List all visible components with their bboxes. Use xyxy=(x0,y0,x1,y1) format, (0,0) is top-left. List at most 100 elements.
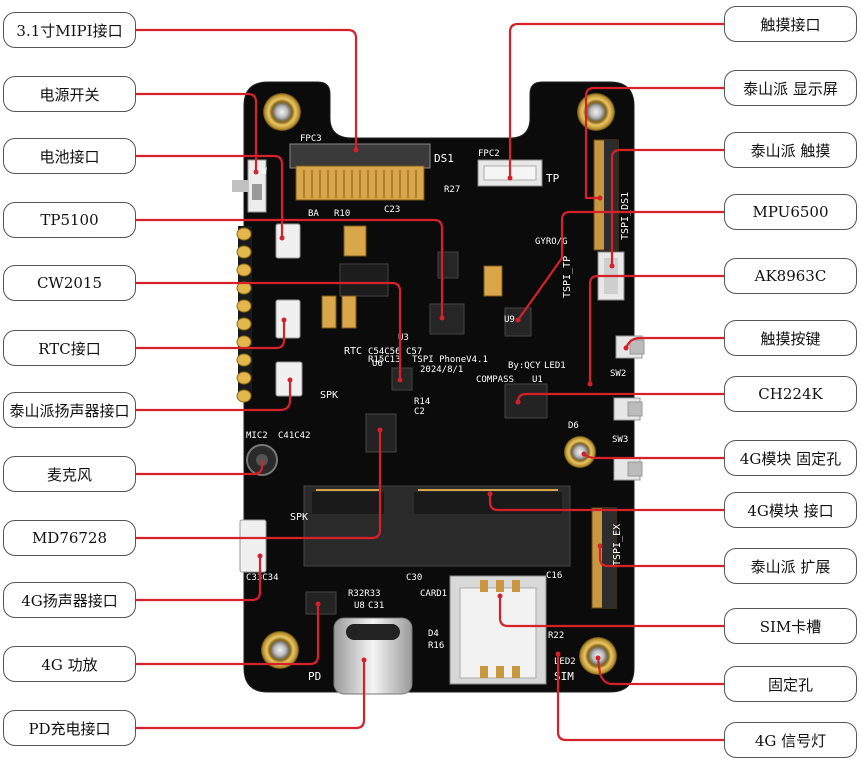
mount-hole-tl xyxy=(263,93,301,131)
label-fix-hole: 固定孔 xyxy=(724,666,857,702)
label-4g-amp: 4G 功放 xyxy=(3,646,136,682)
4g-module-hole xyxy=(564,436,596,468)
leader-end-dots xyxy=(253,147,629,663)
silk-r15c13: R15C13 xyxy=(368,355,401,365)
leader-battery xyxy=(136,154,284,238)
label-touch-key: 触摸按键 xyxy=(724,320,857,356)
silk-rtc: RTC xyxy=(344,346,362,357)
label-cw2015: CW2015 xyxy=(3,265,136,301)
silk-c30: C30 xyxy=(406,573,422,583)
label-md76728: MD76728 xyxy=(3,520,136,556)
silk-sw2: SW2 xyxy=(610,369,626,379)
leader-tsp-ext xyxy=(598,546,724,568)
label-sim: SIM卡槽 xyxy=(724,608,857,644)
leader-pd xyxy=(136,660,366,730)
label-ch224k: CH224K xyxy=(724,376,857,412)
label-ak8963c: AK8963C xyxy=(724,258,857,294)
label-4g-speaker: 4G扬声器接口 xyxy=(3,582,136,618)
silk-r32r33: R32R33 xyxy=(348,589,381,599)
label-tp5100-text: TP5100 xyxy=(40,211,99,229)
silk-led2: LED2 xyxy=(554,657,576,667)
silk-d6: D6 xyxy=(568,421,579,431)
silk-pd: PD xyxy=(308,670,321,683)
silk-u8: U8 xyxy=(354,601,365,611)
silk-mic2: MIC2 xyxy=(246,431,268,441)
silk-compass: COMPASS xyxy=(476,375,514,385)
leader-tsp-display xyxy=(584,86,724,200)
label-4g-speaker-text: 4G扬声器接口 xyxy=(21,591,118,610)
label-4g-hole-text: 4G模块 固定孔 xyxy=(739,449,842,468)
silk-card1: CARD1 xyxy=(420,589,447,599)
label-rtc-text: RTC接口 xyxy=(38,339,101,358)
label-touch-key-text: 触摸按键 xyxy=(760,329,821,348)
silk-board-name: TSPI PhoneV4.1 xyxy=(412,355,488,365)
silk-tspi-ds1: TSPI_DS1 xyxy=(620,192,631,240)
leader-ak8963c xyxy=(588,274,724,384)
leader-lines-left xyxy=(136,28,444,730)
label-speaker: 泰山派扬声器接口 xyxy=(3,392,136,428)
label-pd: PD充电接口 xyxy=(3,710,136,746)
leader-sim xyxy=(498,596,724,628)
silk-c2: C2 xyxy=(414,407,425,417)
mount-hole-tr xyxy=(577,93,615,131)
fpc3-connector xyxy=(289,143,431,201)
silk-tspi-tp: TSPI_TP xyxy=(562,256,573,298)
leader-mipi xyxy=(136,28,358,150)
silk-tspi-ex: TSPI_EX xyxy=(612,524,623,566)
silk-led1: LED1 xyxy=(544,361,566,371)
side-buttons xyxy=(613,335,645,481)
label-cw2015-text: CW2015 xyxy=(36,274,103,292)
leader-speaker xyxy=(136,380,292,412)
label-4g-port: 4G模块 接口 xyxy=(724,492,857,528)
label-4g-led-text: 4G 信号灯 xyxy=(754,731,827,750)
label-touch-port: 触摸接口 xyxy=(724,6,857,42)
label-battery: 电池接口 xyxy=(3,138,136,174)
label-4g-amp-text: 4G 功放 xyxy=(41,655,98,674)
power-switch xyxy=(232,159,267,213)
silk-ds1: DS1 xyxy=(434,152,454,165)
silk-c33c34: C33C34 xyxy=(246,573,279,583)
tspi-ds1-connector xyxy=(593,139,619,251)
label-tsp-display-text: 泰山派 显示屏 xyxy=(743,79,838,98)
leader-4g-port xyxy=(488,494,724,512)
label-speaker-text: 泰山派扬声器接口 xyxy=(9,401,130,420)
label-power-switch-text: 电源开关 xyxy=(39,85,100,104)
label-tsp-touch: 泰山派 触摸 xyxy=(724,132,857,168)
silk-spk: SPK xyxy=(320,390,338,401)
leader-tp5100 xyxy=(136,218,444,318)
silk-u9: U9 xyxy=(504,315,515,325)
silk-r14: R14 xyxy=(414,397,430,407)
label-4g-port-text: 4G模块 接口 xyxy=(747,501,834,520)
leader-4g-led xyxy=(556,654,724,742)
silk-by: By:QCY xyxy=(508,361,541,371)
leader-tsp-touch xyxy=(610,148,724,266)
silk-u1: U1 xyxy=(532,375,543,385)
silk-c57: C57 xyxy=(406,347,422,357)
label-power-switch: 电源开关 xyxy=(3,76,136,112)
silk-u6: U6 xyxy=(372,359,383,369)
silk-sw3: SW3 xyxy=(612,435,628,445)
label-md76728-text: MD76728 xyxy=(31,529,108,547)
silk-gyro: GYRO/G xyxy=(535,237,568,247)
silk-r16: R16 xyxy=(428,641,444,651)
label-battery-text: 电池接口 xyxy=(39,147,100,166)
label-ch224k-text: CH224K xyxy=(758,385,823,403)
label-rtc: RTC接口 xyxy=(3,330,136,366)
label-mpu6500: MPU6500 xyxy=(724,194,857,230)
label-ak8963c-text: AK8963C xyxy=(754,267,827,285)
silk-r27: R27 xyxy=(444,185,460,195)
sim-slot xyxy=(449,575,547,685)
usb-c-connector xyxy=(333,617,413,695)
silk-c41c42: C41C42 xyxy=(278,431,311,441)
silk-r10: R10 xyxy=(334,209,350,219)
silk-r22: R22 xyxy=(548,631,564,641)
silk-d4: D4 xyxy=(428,629,439,639)
leader-4g-amp xyxy=(136,604,320,666)
silk-sw: SW xyxy=(256,167,267,177)
mount-hole-bl xyxy=(261,631,299,669)
label-mic: 麦克风 xyxy=(3,456,136,492)
silk-c16: C16 xyxy=(546,571,562,581)
silk-u3: U3 xyxy=(398,333,409,343)
